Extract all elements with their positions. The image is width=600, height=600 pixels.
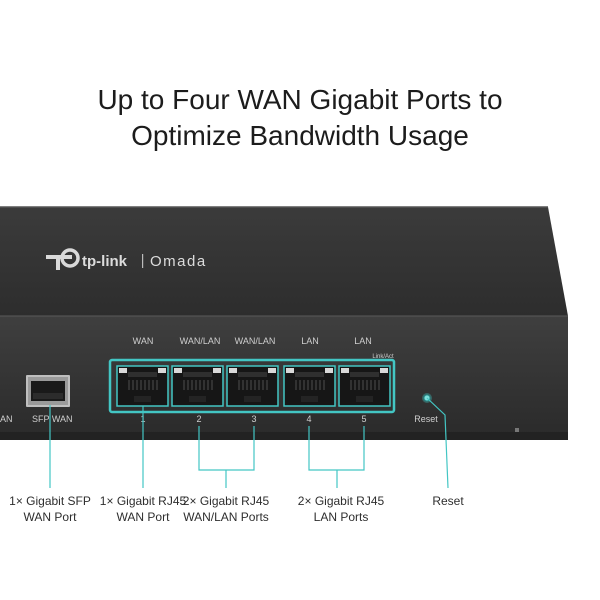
callout-reset: Reset	[418, 493, 478, 509]
brand-name: tp-link	[82, 253, 128, 270]
ports-highlight-frame	[108, 358, 396, 414]
chassis-foot-mark	[515, 428, 519, 432]
callout-sfp-line2: WAN Port	[23, 510, 77, 524]
chassis-bottom	[0, 432, 568, 440]
callout-rj45-wan-line1: 1× Gigabit RJ45	[99, 494, 187, 508]
callout-reset-line1: Reset	[432, 494, 464, 508]
callout-rj45-wan-line2: WAN Port	[116, 510, 170, 524]
brand-logo: tp-link Omada	[46, 248, 207, 270]
ethernet-port-1	[116, 365, 169, 407]
ethernet-port-4	[283, 365, 336, 407]
callout-rj45-lan-line2: LAN Ports	[313, 510, 369, 524]
headline-line-1: Up to Four WAN Gigabit Ports to	[97, 84, 503, 115]
ethernet-port-3	[226, 365, 279, 407]
port-label-1: WAN	[133, 336, 154, 346]
callout-sfp-wan: 1× Gigabit SFP WAN Port	[0, 493, 100, 525]
leader-lines	[49, 397, 449, 489]
callout-rj45-wan-lan: 2× Gigabit RJ45 WAN/LAN Ports	[176, 493, 276, 525]
port-number-5: 5	[361, 414, 366, 424]
port-label-4: LAN	[301, 336, 319, 346]
chassis-top	[0, 207, 568, 316]
callout-rj45-wan-lan-line2: WAN/LAN Ports	[183, 510, 269, 524]
callout-rj45-wan: 1× Gigabit RJ45 WAN Port	[90, 493, 196, 525]
tp-link-logo-icon	[46, 248, 80, 270]
port-number-3: 3	[251, 414, 256, 424]
product-line: Omada	[150, 253, 207, 270]
port-number-4: 4	[306, 414, 311, 424]
link-act-label: Link/Act	[372, 354, 394, 360]
callout-rj45-lan: 2× Gigabit RJ45 LAN Ports	[291, 493, 391, 525]
port-label-3: WAN/LAN	[235, 336, 276, 346]
logo-divider	[142, 254, 144, 268]
ethernet-port-2	[171, 365, 224, 407]
headline: Up to Four WAN Gigabit Ports to Optimize…	[0, 82, 600, 154]
sfp-port	[26, 375, 70, 407]
port-number-2: 2	[196, 414, 201, 424]
leader-reset	[426, 397, 449, 489]
reset-label-device: Reset	[414, 414, 438, 424]
sfp-label: SFP WAN	[32, 414, 73, 424]
port-label-5: LAN	[354, 336, 372, 346]
port-label-2: WAN/LAN	[180, 336, 221, 346]
callout-sfp-line1: 1× Gigabit SFP	[9, 494, 91, 508]
headline-line-2: Optimize Bandwidth Usage	[131, 120, 469, 151]
callout-rj45-lan-line1: 2× Gigabit RJ45	[297, 494, 385, 508]
left-partial-label: AN	[0, 414, 13, 424]
callout-rj45-wan-lan-line1: 2× Gigabit RJ45	[182, 494, 270, 508]
ethernet-port-5	[338, 365, 391, 407]
